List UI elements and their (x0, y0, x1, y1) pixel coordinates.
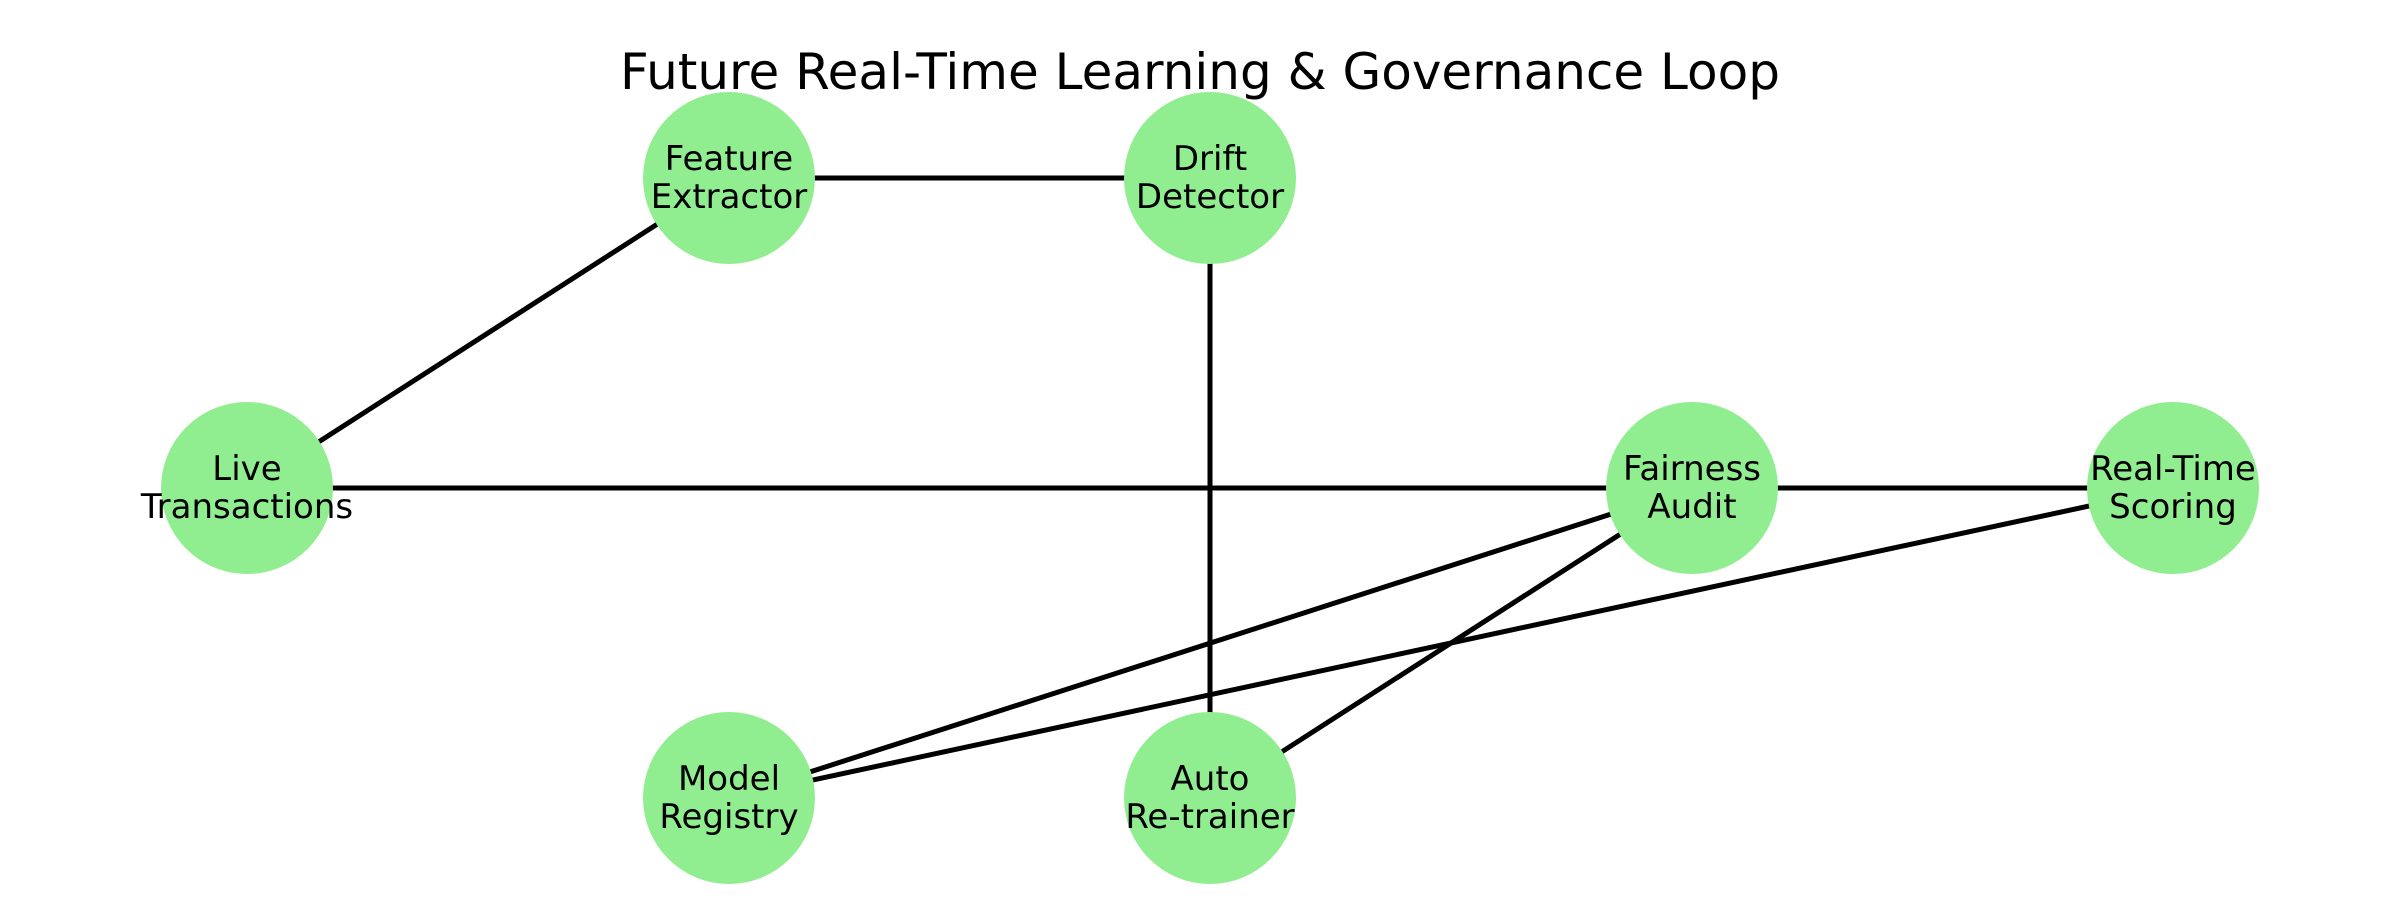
node-label: Drift (1173, 139, 1247, 179)
node-label: Model (678, 759, 780, 799)
node-label: Auto (1171, 759, 1250, 799)
edge-real-time-scoring-to-model-registry (728, 485, 2174, 801)
edge-live-transactions-to-feature-extractor (245, 175, 731, 491)
node-label: Live (212, 449, 281, 489)
node-circle (643, 712, 815, 884)
edge-fairness-audit-to-model-registry (728, 485, 1693, 801)
node-circle (1124, 92, 1296, 264)
node-circle (1606, 402, 1778, 574)
edges-layer (245, 175, 2174, 801)
node-label: Registry (659, 797, 798, 837)
node-circle (643, 92, 815, 264)
node-label: Transactions (140, 487, 353, 527)
node-label: Feature (665, 139, 793, 179)
node-label: Fairness (1623, 449, 1761, 489)
node-label: Detector (1136, 177, 1284, 217)
node-label: Scoring (2109, 487, 2237, 527)
diagram-title: Future Real-Time Learning & Governance L… (620, 43, 1780, 101)
node-circle (161, 402, 333, 574)
node-label: Extractor (651, 177, 808, 217)
node-label: Real-Time (2090, 449, 2256, 489)
node-circle (1124, 712, 1296, 884)
node-circle (2087, 402, 2259, 574)
node-label: Re-trainer (1125, 797, 1294, 837)
node-label: Audit (1647, 487, 1736, 527)
